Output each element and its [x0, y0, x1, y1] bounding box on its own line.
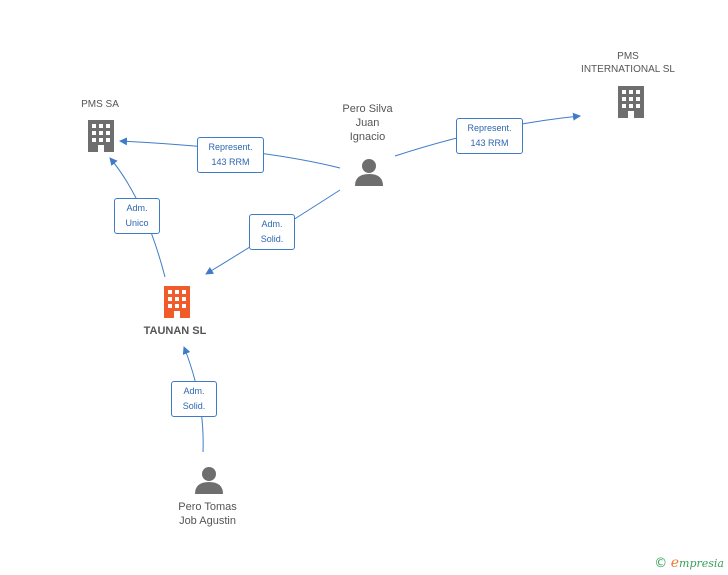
node-label-pero-tomas[interactable]: Pero Tomas Job Agustin	[178, 501, 237, 527]
node-label-pms-international[interactable]: PMS INTERNATIONAL SL	[581, 51, 675, 75]
node-label-pero-silva[interactable]: Pero Silva Juan Ignacio	[342, 103, 393, 143]
person-icon[interactable]	[355, 159, 383, 186]
brand-logo[interactable]: © empresia	[654, 555, 724, 571]
node-label-taunan[interactable]: TAUNAN SL	[143, 325, 207, 337]
building-icon[interactable]	[618, 86, 644, 118]
edge-label-tomas-taunan[interactable]: Adm. Solid.	[171, 381, 217, 417]
copyright-icon: ©	[654, 556, 668, 571]
brand-name-rest: mpresia	[679, 557, 724, 570]
edge-label-silva-pmssa[interactable]: Represent. 143 RRM	[197, 137, 264, 173]
edge-label-silva-intl[interactable]: Represent. 143 RRM	[456, 118, 523, 154]
building-icon[interactable]	[164, 286, 190, 318]
brand-first-letter: e	[670, 555, 680, 571]
edge-label-taunan-pmssa[interactable]: Adm. Unico	[114, 198, 160, 234]
building-icon[interactable]	[88, 120, 114, 152]
node-label-pms-sa[interactable]: PMS SA	[81, 99, 119, 110]
person-icon[interactable]	[195, 467, 223, 494]
edge-label-silva-taunan[interactable]: Adm. Solid.	[249, 214, 295, 250]
